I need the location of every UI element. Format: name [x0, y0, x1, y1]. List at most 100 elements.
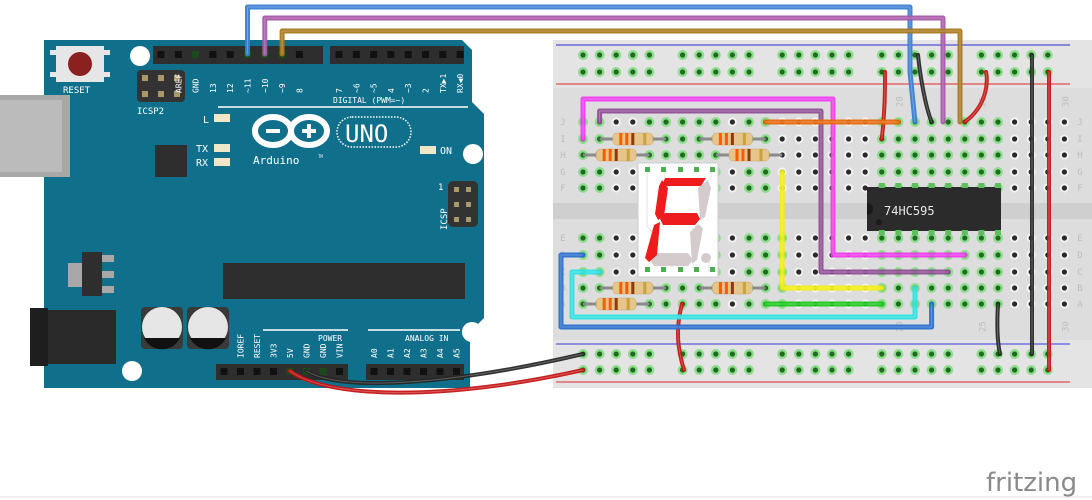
- resistor[interactable]: [583, 148, 650, 162]
- ic-pin: [895, 183, 902, 188]
- ic-pin: [995, 183, 1001, 188]
- shift-register-74hc595: 74HC595: [867, 183, 1001, 235]
- segment-c: [690, 224, 703, 264]
- microcontroller-chip: [223, 263, 465, 299]
- row-label: E: [560, 234, 565, 244]
- wire-pin9-to-ic[interactable]: [279, 28, 963, 125]
- wire-5v[interactable]: [879, 70, 887, 141]
- header-pin[interactable]: [192, 51, 200, 58]
- header-pin[interactable]: [422, 51, 429, 58]
- resistor[interactable]: [599, 281, 666, 295]
- reset-button[interactable]: [50, 46, 110, 82]
- column-number: 25: [978, 321, 988, 332]
- resistor[interactable]: [583, 297, 650, 311]
- pin-label: 8: [295, 88, 304, 93]
- bottom-power-rail: [553, 340, 1092, 388]
- header-pin[interactable]: [387, 368, 394, 375]
- wire-pin11-to-ic[interactable]: [245, 4, 918, 125]
- segment-d: [650, 253, 693, 266]
- header-pin[interactable]: [335, 51, 343, 58]
- resistor[interactable]: [599, 132, 666, 146]
- wire-pin10-to-ic[interactable]: [262, 15, 946, 125]
- header-pin[interactable]: [319, 368, 327, 375]
- wire-5v[interactable]: [675, 302, 686, 372]
- row-label: J: [1077, 118, 1082, 128]
- header-pin[interactable]: [370, 368, 378, 375]
- wire-gnd[interactable]: [304, 352, 585, 385]
- segment-g: [660, 213, 700, 225]
- ic-pin: [945, 230, 952, 235]
- row-label: H: [1077, 151, 1082, 161]
- pin-label: ~6: [352, 83, 361, 93]
- trademark: TM: [318, 154, 323, 159]
- wire-seg-purple[interactable]: [597, 108, 951, 275]
- ic-pin: [961, 230, 968, 235]
- header-pin[interactable]: [403, 368, 411, 375]
- header-pin[interactable]: [157, 51, 165, 58]
- mounting-hole: [130, 46, 150, 66]
- header-pin[interactable]: [404, 51, 412, 58]
- header-pin[interactable]: [439, 51, 447, 58]
- row-label: D: [1077, 251, 1082, 261]
- wire-5v[interactable]: [962, 70, 989, 124]
- row-label: F: [560, 184, 565, 194]
- resistor[interactable]: [699, 281, 766, 295]
- wire-gnd[interactable]: [916, 53, 934, 124]
- resistor[interactable]: [715, 148, 783, 162]
- segment-dp: [701, 253, 711, 263]
- header-pin[interactable]: [420, 368, 427, 375]
- wire-gnd[interactable]: [995, 302, 1002, 356]
- ic-label: 74HC595: [884, 204, 935, 218]
- header-pin[interactable]: [253, 368, 261, 375]
- row-label: B: [1077, 284, 1082, 294]
- mounting-hole: [122, 361, 142, 381]
- minus-icon: [266, 129, 280, 133]
- header-pin[interactable]: [436, 368, 444, 375]
- pin-label: 4: [387, 88, 396, 93]
- header-pin[interactable]: [295, 51, 303, 58]
- header-pin[interactable]: [237, 368, 244, 375]
- brand-name: Arduino: [253, 154, 299, 167]
- header-pin[interactable]: [387, 51, 395, 58]
- pin-label: A5: [453, 348, 462, 358]
- ic-pin: [928, 230, 935, 235]
- resistor[interactable]: [699, 132, 766, 146]
- pin-label: 5V: [286, 348, 295, 358]
- pin-label: 2: [422, 88, 431, 93]
- header-pin[interactable]: [352, 51, 360, 58]
- pin-label: 7: [335, 88, 344, 93]
- wire-seg-yellow[interactable]: [779, 169, 885, 291]
- header-pin[interactable]: [453, 368, 460, 375]
- row-label: G: [1077, 168, 1082, 178]
- header-pin[interactable]: [270, 368, 277, 375]
- pin-label: GND: [192, 78, 201, 93]
- wire-5v[interactable]: [288, 368, 585, 395]
- row-label: I: [1077, 135, 1082, 145]
- row-label: A: [1077, 300, 1083, 310]
- pin-label: A2: [403, 348, 412, 358]
- top-power-rail: [553, 40, 1092, 88]
- wire-seg-blue[interactable]: [558, 252, 935, 330]
- mounting-hole: [463, 144, 483, 164]
- header-pin[interactable]: [456, 51, 464, 58]
- header-pin[interactable]: [226, 51, 234, 58]
- row-label: F: [1077, 184, 1082, 194]
- wire-seg-magenta[interactable]: [580, 96, 968, 258]
- pin-label: TX▶1: [439, 74, 448, 93]
- header-pin[interactable]: [336, 368, 343, 375]
- header-pin[interactable]: [174, 51, 182, 58]
- pin-label: A3: [420, 348, 429, 358]
- pin-label: GND: [303, 343, 312, 358]
- led-label-tx: TX: [196, 144, 208, 155]
- header-pin[interactable]: [209, 51, 217, 58]
- pin-label: RX◀0: [456, 74, 465, 93]
- header-pin[interactable]: [220, 368, 228, 375]
- header-pin[interactable]: [370, 51, 378, 58]
- wire-seg-cyan[interactable]: [569, 269, 918, 320]
- ic-pin: [895, 230, 902, 235]
- pin-label: A4: [436, 348, 445, 358]
